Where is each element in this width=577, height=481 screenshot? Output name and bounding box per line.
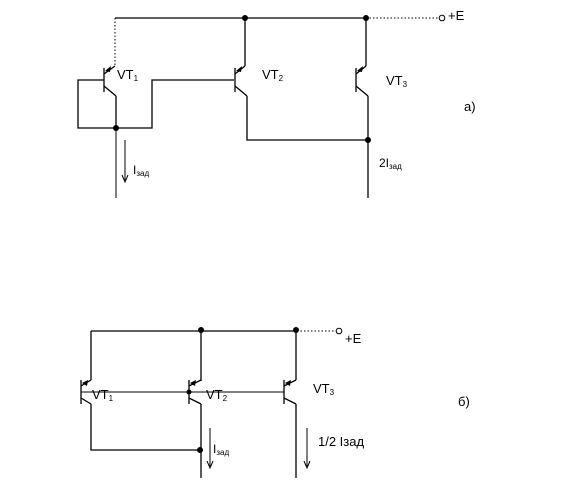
a-current-out-label: 2Iзад (379, 156, 402, 171)
a-supply-terminal (438, 14, 446, 22)
a-current-arrow (121, 140, 129, 184)
b-current-out-label: 1/2 Iзад (318, 434, 365, 449)
b-node-vt2-collector (198, 327, 204, 333)
a-transistor-vt3 (355, 18, 371, 198)
a-variant-label: а) (464, 99, 476, 114)
b-current-arrow-ref (206, 428, 214, 470)
b-variant-label: б) (458, 394, 470, 409)
a-vt1-label: VT1 (117, 67, 139, 83)
circuit-b (80, 327, 343, 478)
a-supply-label: +E (448, 8, 465, 23)
b-supply-label: +E (345, 331, 362, 346)
b-current-arrow-out (303, 428, 311, 470)
a-current-ref-label: Iзад (133, 163, 150, 178)
b-vt2-label: VT2 (206, 387, 228, 403)
b-transistor-vt3 (283, 331, 297, 478)
a-transistor-vt2 (234, 18, 368, 141)
a-vt2-label: VT2 (262, 67, 284, 83)
b-node-vt3-collector (293, 327, 299, 333)
b-vt3-label: VT3 (313, 381, 335, 397)
b-current-ref-label: Iзад (213, 442, 230, 457)
circuit-a (77, 14, 446, 198)
b-transistor-vt2 (188, 331, 202, 478)
b-vt1-label: VT1 (92, 387, 114, 403)
b-supply-terminal (335, 327, 343, 335)
a-vt3-label: VT3 (386, 73, 408, 89)
a-transistor-vt1 (77, 18, 234, 198)
